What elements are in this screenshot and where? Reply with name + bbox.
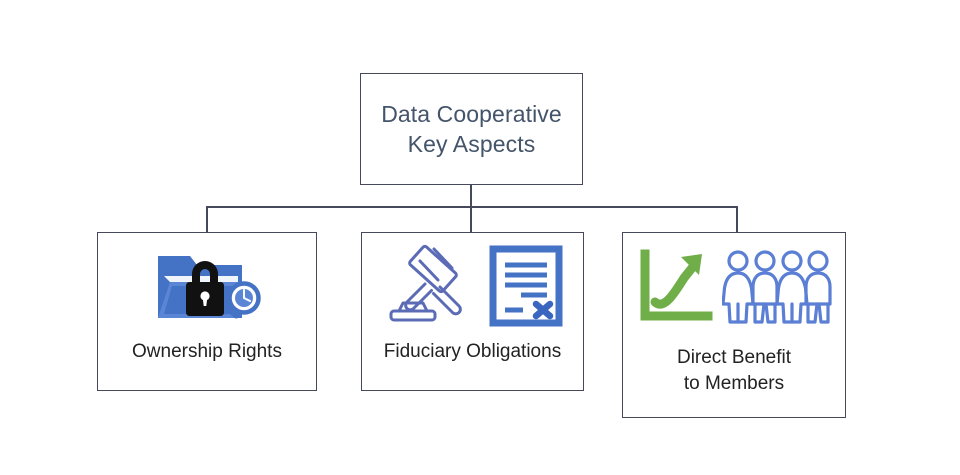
connector-trunk bbox=[470, 185, 472, 232]
document-x-icon bbox=[489, 245, 562, 327]
growth-chart-arrow-icon bbox=[640, 249, 713, 321]
node-fiduciary-obligations[interactable]: Fiduciary Obligations bbox=[361, 232, 584, 391]
connector-horizontal-bus bbox=[206, 206, 738, 208]
folder-lock-icon bbox=[158, 256, 245, 318]
node-benefit-label: Direct Benefit to Members bbox=[676, 347, 792, 394]
fiduciary-icon-area bbox=[362, 233, 583, 339]
connector-drop-right bbox=[736, 206, 738, 232]
node-direct-benefit[interactable]: Direct Benefit to Members bbox=[622, 232, 846, 418]
people-group-icon bbox=[722, 250, 832, 324]
node-fiduciary-label: Fiduciary Obligations bbox=[383, 341, 562, 362]
magnifier-glass-icon bbox=[226, 281, 261, 319]
ownership-icon-area bbox=[98, 233, 316, 339]
gavel-icon bbox=[389, 244, 462, 322]
node-ownership-rights[interactable]: Ownership Rights bbox=[97, 232, 317, 391]
benefit-icon-area bbox=[623, 233, 845, 337]
node-ownership-label: Ownership Rights bbox=[132, 341, 282, 362]
root-node[interactable]: Data Cooperative Key Aspects bbox=[360, 73, 583, 185]
root-node-title: Data Cooperative Key Aspects bbox=[381, 101, 562, 157]
connector-drop-left bbox=[206, 206, 208, 232]
